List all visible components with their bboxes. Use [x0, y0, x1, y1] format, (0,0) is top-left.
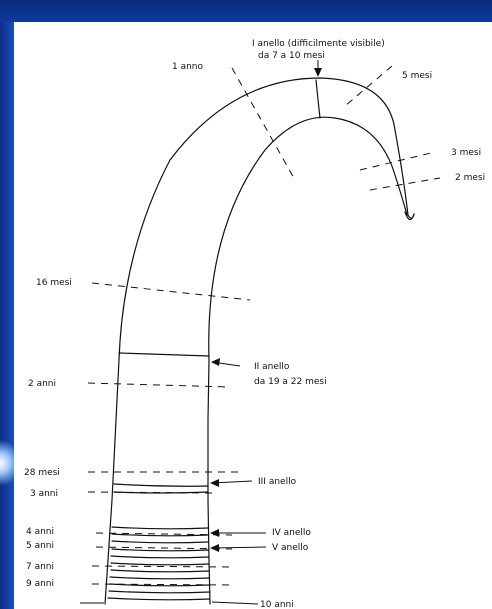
growth-line-9y-b	[108, 590, 211, 594]
horn-inner-edge	[207, 116, 408, 605]
growth-line-7y	[110, 562, 210, 566]
label-4-anni: 4 anni	[26, 527, 54, 537]
guide-3-mesi	[359, 151, 436, 171]
label-3-anni: 3 anni	[30, 489, 58, 499]
growth-line-8y	[109, 576, 210, 580]
arrowhead-ring-5	[210, 544, 219, 552]
arrowhead-ring-3	[210, 479, 219, 487]
label-2-anni: 2 anni	[28, 379, 56, 389]
growth-line-4y-b	[111, 533, 209, 537]
label-1-anno: 1 anno	[172, 62, 204, 72]
leader-10-anni	[211, 601, 259, 605]
guide-7-anni	[91, 565, 233, 568]
growth-line-5y	[111, 540, 209, 544]
horn-outer-edge	[104, 77, 415, 605]
label-10-anni: 10 anni	[260, 600, 294, 609]
label-16-mesi: 16 mesi	[36, 278, 72, 288]
arrowhead-ring-2	[211, 358, 220, 366]
guide-1-anno	[231, 67, 296, 181]
growth-line-5y-b	[111, 548, 210, 552]
growth-line-10y	[107, 597, 211, 601]
guide-9-anni	[91, 583, 233, 586]
label-5-mesi: 5 mesi	[402, 71, 432, 81]
growth-line-4y	[111, 526, 209, 530]
growth-line-6y	[110, 555, 210, 559]
guide-4-anni	[95, 532, 233, 536]
arrowhead-ring-1	[314, 68, 322, 77]
label-9-anni: 9 anni	[26, 579, 54, 589]
label-ring-2-line2: da 19 a 22 mesi	[254, 377, 327, 387]
label-ring-1-line1: I anello (difficilmente visibile)	[252, 39, 385, 49]
ring-1-line	[315, 79, 321, 119]
growth-line-7y-b	[110, 569, 210, 573]
drawing-paper	[14, 22, 492, 609]
label-ring-4: IV anello	[272, 528, 311, 538]
label-ring-3: III anello	[258, 477, 297, 487]
label-ring-1-line2: da 7 a 10 mesi	[258, 51, 325, 61]
slide-frame-glow	[0, 438, 14, 488]
label-5-anni: 5 anni	[26, 541, 54, 551]
guide-16-mesi	[91, 282, 251, 301]
label-28-mesi: 28 mesi	[24, 468, 60, 478]
growth-line-3y	[113, 491, 209, 494]
label-3-mesi: 3 mesi	[451, 148, 481, 158]
guide-5-mesi	[344, 65, 393, 107]
label-2-mesi: 2 mesi	[455, 173, 485, 183]
label-ring-2-line1: II anello	[254, 362, 290, 372]
guide-2-anni	[87, 382, 231, 388]
arrowhead-ring-4	[210, 529, 219, 537]
ring-3-line	[113, 483, 209, 487]
slide-frame-top	[0, 0, 492, 22]
label-ring-5: V anello	[272, 543, 309, 553]
horn-tip	[404, 211, 415, 221]
label-7-anni: 7 anni	[26, 562, 54, 572]
ring-2-line	[118, 352, 210, 357]
leader-ring-5	[211, 546, 267, 549]
guide-5-anni	[95, 546, 233, 550]
